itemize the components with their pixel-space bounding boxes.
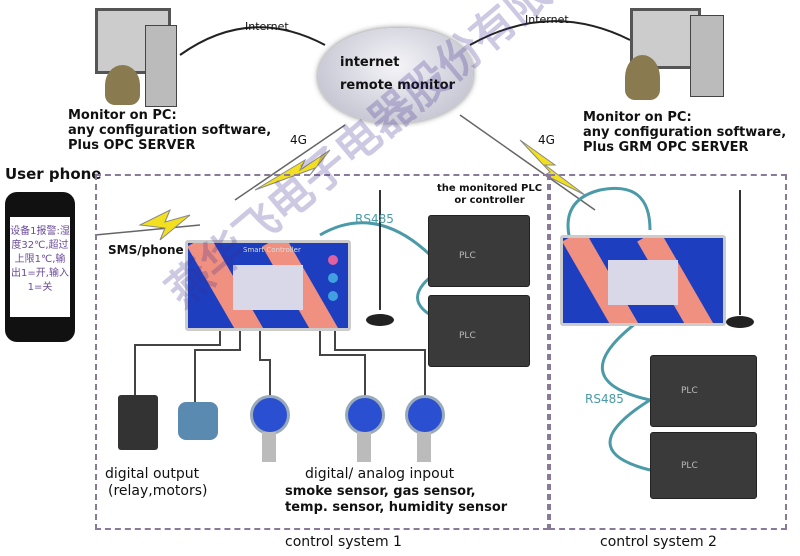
control-system-2-label: control system 2 (600, 534, 717, 550)
pc-right-line2: any configuration software, (583, 125, 787, 140)
phone-icon: 设备1报警:湿度32℃,超过上限1℃,输出1=开,输入1=关 (5, 192, 75, 342)
link-left-label: 4G (290, 133, 307, 147)
plc-1: PLC (428, 215, 530, 287)
user-phone-label: User phone (5, 165, 102, 183)
pc-right-line3: Plus GRM OPC SERVER (583, 140, 749, 155)
pc-right-line1: Monitor on PC: (583, 110, 692, 125)
controller-panel-1: Smart Controller (185, 240, 351, 331)
lightning-4g-left-icon (254, 149, 331, 191)
control-system-2-box (549, 174, 787, 530)
pc-left-line2: any configuration software, (68, 123, 272, 138)
plc-3: PLC (650, 355, 757, 427)
cloud-line2: remote monitor (340, 78, 456, 93)
sms-phone-label: SMS/phone (108, 243, 184, 257)
inputs-line3: temp. sensor, humidity sensor (285, 500, 508, 515)
inputs-line2: smoke sensor, gas sensor, (285, 484, 476, 499)
control-system-1-box (95, 174, 549, 530)
user-right-icon (625, 55, 660, 100)
rs485-label-2: RS485 (585, 392, 624, 406)
sensor-3-icon (405, 395, 445, 435)
sensor-1-icon (250, 395, 290, 435)
lightning-sms-icon (138, 208, 191, 241)
digital-output-line2: (relay,motors) (108, 483, 208, 499)
internet-left-label: Internet (245, 20, 289, 33)
pc-left-line3: Plus OPC SERVER (68, 138, 196, 153)
panel-screen (233, 265, 303, 310)
panel-title: Smart Controller (243, 246, 301, 254)
user-left-icon (105, 65, 140, 105)
plc-2: PLC (428, 295, 530, 367)
pc-left-line1: Monitor on PC: (68, 108, 177, 123)
control-system-1-label: control system 1 (285, 534, 402, 550)
phone-message: 设备1报警:湿度32℃,超过上限1℃,输出1=开,输入1=关 (10, 217, 70, 317)
motor-icon (178, 402, 218, 440)
cloud-icon (318, 28, 473, 123)
pc-right-tower-icon (690, 15, 724, 97)
sensor-2-icon (345, 395, 385, 435)
internet-link-left (179, 26, 326, 56)
digital-output-line1: digital output (105, 466, 200, 482)
rs485-label-1: RS485 (355, 212, 394, 226)
relay-icon (118, 395, 158, 450)
plc-4: PLC (650, 432, 757, 499)
pc-left-tower-icon (145, 25, 177, 107)
link-right-label: 4G (538, 133, 555, 147)
internet-link-right (469, 20, 631, 46)
controller-panel-2 (560, 235, 726, 326)
cloud-line1: internet (340, 55, 400, 70)
inputs-line1: digital/ analog inpout (305, 466, 455, 482)
internet-right-label: Internet (525, 13, 569, 26)
